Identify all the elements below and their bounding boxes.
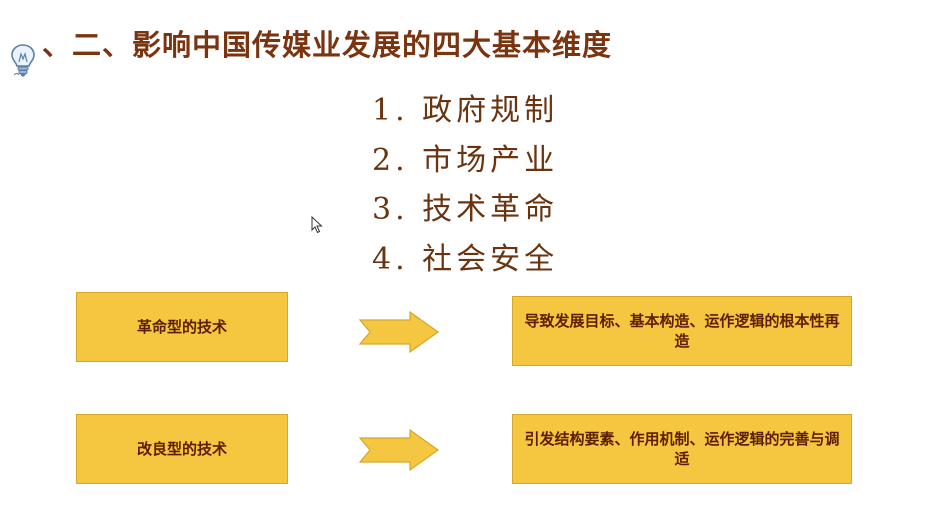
improvement-technology-box: 改良型的技术 (76, 414, 288, 484)
lightbulb-icon (11, 44, 35, 77)
improvement-effect-box: 引发结构要素、作用机制、运作逻辑的完善与调适 (512, 414, 852, 484)
dimension-list: 1. 政府规制 2. 市场产业 3. 技术革命 4. 社会安全 (372, 86, 558, 284)
revolutionary-effect-box: 导致发展目标、基本构造、运作逻辑的根本性再造 (512, 296, 852, 366)
right-arrow-icon (358, 310, 440, 354)
mouse-cursor-icon (311, 216, 323, 234)
dimension-item: 3. 技术革命 (372, 192, 559, 227)
revolutionary-technology-box: 革命型的技术 (76, 292, 288, 362)
right-arrow-icon (358, 428, 440, 472)
dimension-item: 1. 政府规制 (372, 93, 559, 128)
slide-title: 、二、影响中国传媒业发展的四大基本维度 (42, 28, 613, 62)
dimension-item: 2. 市场产业 (372, 142, 559, 178)
dimension-item: 4. 社会安全 (372, 241, 559, 277)
